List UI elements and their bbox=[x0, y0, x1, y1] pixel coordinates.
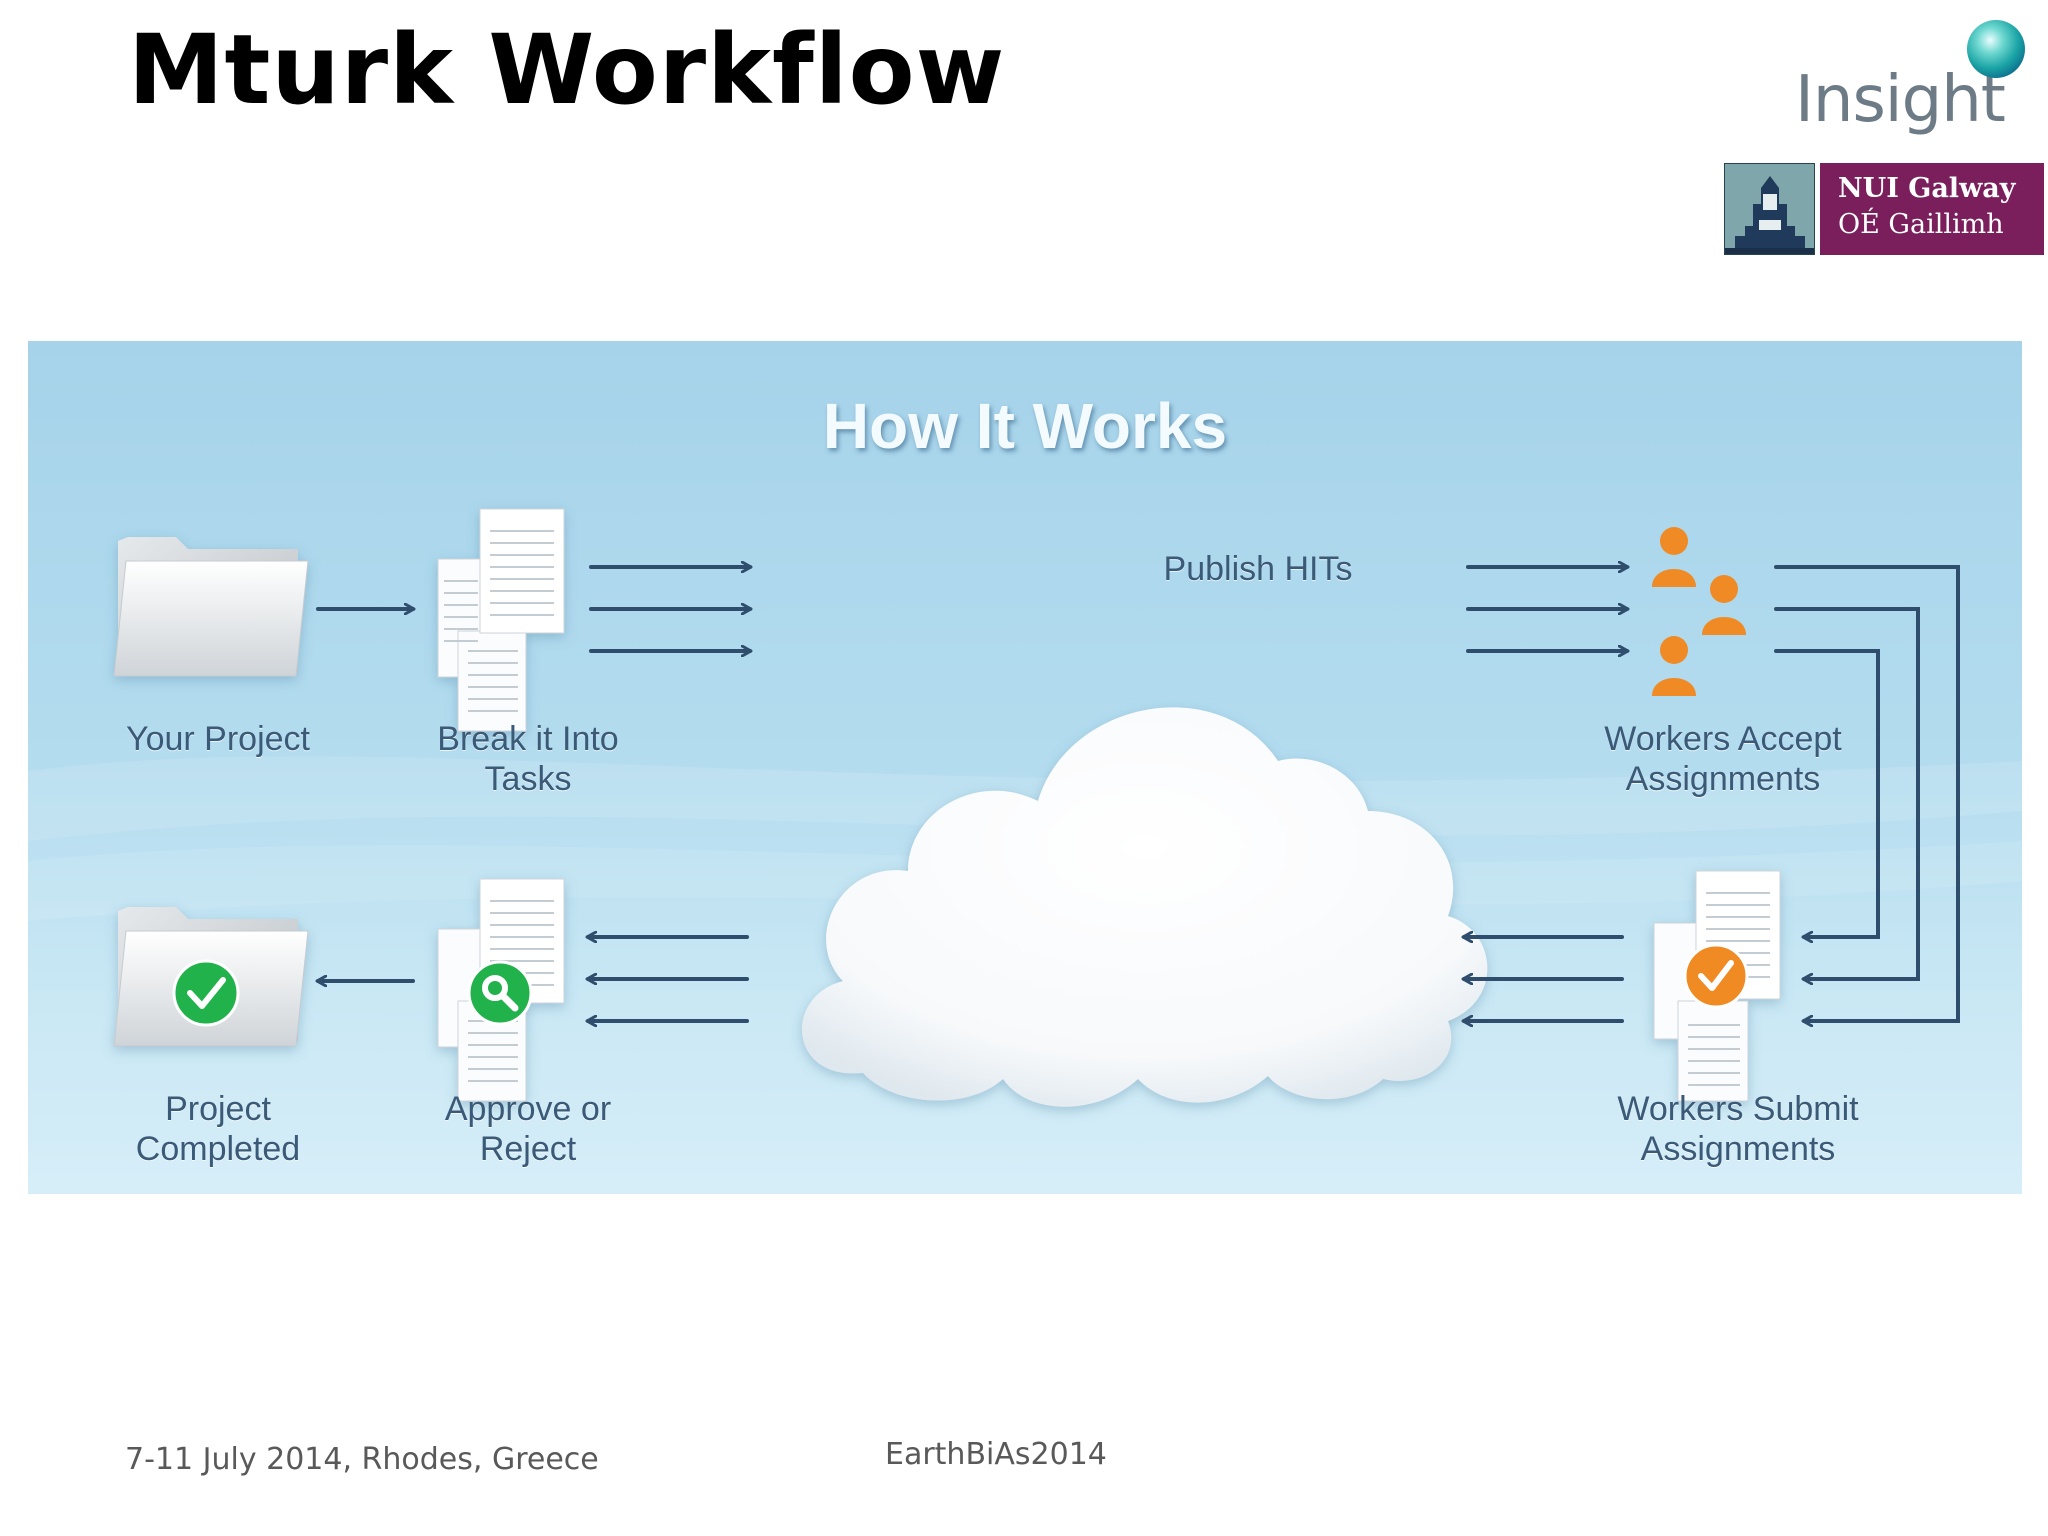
how-it-works-diagram: How It Works Publish HITs Your Project B… bbox=[28, 341, 2022, 1194]
insight-globe-icon bbox=[1967, 20, 2025, 78]
documents-checkmark-icon bbox=[1653, 870, 1781, 1102]
label-your-project: Your Project bbox=[88, 719, 348, 759]
worker-person-icon bbox=[1702, 575, 1746, 635]
return-arrow-icon bbox=[1774, 649, 1880, 937]
folder-checkmark-icon bbox=[113, 907, 309, 1047]
nui-galway-name: NUI Galway OÉ Gaillimh bbox=[1820, 163, 2044, 255]
workers-icon bbox=[1652, 527, 1746, 696]
documents-magnifier-icon bbox=[437, 878, 565, 1102]
worker-person-icon bbox=[1652, 636, 1696, 696]
insight-logo-text: Insight bbox=[1795, 63, 2006, 137]
return-arrow-icon bbox=[1774, 565, 1960, 1021]
label-line: Workers Submit bbox=[1617, 1090, 1859, 1128]
insight-logo: Insight bbox=[1795, 18, 2035, 143]
label-line: Your Project bbox=[126, 720, 310, 758]
label-break-into-tasks: Break it Into Tasks bbox=[388, 719, 668, 799]
label-line: Break it Into bbox=[437, 720, 619, 758]
label-line: Assignments bbox=[1640, 1130, 1836, 1168]
cloud-icon bbox=[801, 707, 1488, 1107]
label-line: Approve or bbox=[444, 1090, 612, 1128]
label-line: Tasks bbox=[484, 760, 572, 798]
folder-icon bbox=[113, 537, 309, 677]
return-arrow-icon bbox=[1774, 607, 1920, 979]
slide-title: Mturk Workflow bbox=[128, 14, 1006, 126]
worker-person-icon bbox=[1652, 527, 1696, 587]
label-project-completed: Project Completed bbox=[88, 1089, 348, 1169]
footer-date-location: 7-11 July 2014, Rhodes, Greece bbox=[125, 1442, 599, 1477]
label-line: Completed bbox=[135, 1130, 301, 1168]
label-line: Project bbox=[165, 1090, 271, 1128]
label-approve-or-reject: Approve or Reject bbox=[388, 1089, 668, 1169]
label-line: Publish HITs bbox=[1163, 550, 1353, 588]
nui-name-line1: NUI Galway bbox=[1838, 173, 2016, 204]
documents-icon bbox=[437, 508, 565, 732]
label-workers-submit: Workers Submit Assignments bbox=[1568, 1089, 1908, 1169]
label-workers-accept: Workers Accept Assignments bbox=[1558, 719, 1888, 799]
nui-name-line2: OÉ Gaillimh bbox=[1838, 209, 2004, 240]
diagram-title: How It Works bbox=[822, 390, 1228, 462]
nui-galway-logo: NUI Galway OÉ Gaillimh bbox=[1724, 163, 2044, 255]
label-line: Assignments bbox=[1625, 760, 1821, 798]
label-line: Workers Accept bbox=[1604, 720, 1842, 758]
footer-event: EarthBiAs2014 bbox=[885, 1437, 1107, 1472]
label-publish-hits: Publish HITs bbox=[1088, 549, 1428, 589]
university-tower-icon bbox=[1724, 163, 1815, 255]
label-line: Reject bbox=[479, 1130, 577, 1168]
